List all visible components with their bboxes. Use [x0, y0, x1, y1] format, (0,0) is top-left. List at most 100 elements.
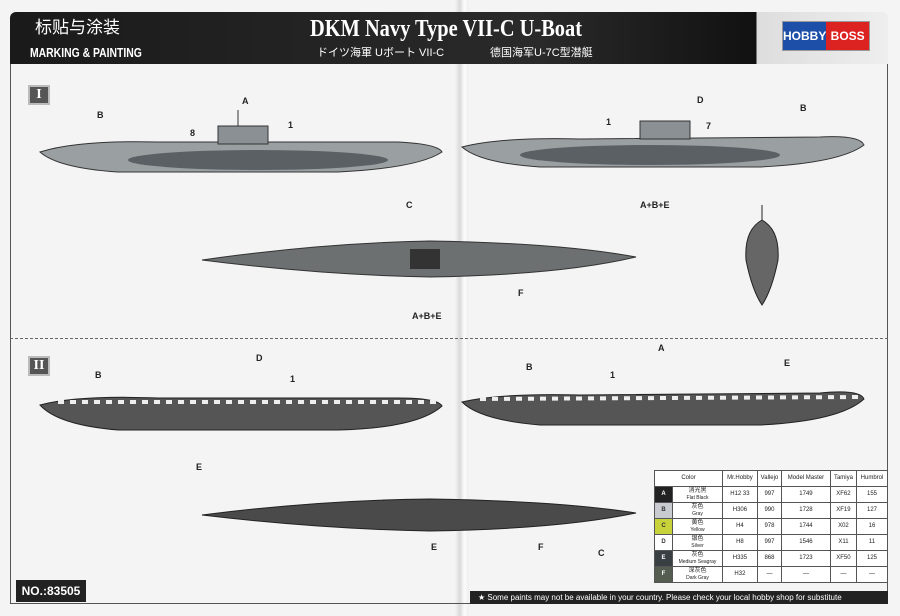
uboat-front-view	[745, 205, 779, 306]
mrhobby-code: H12 33	[722, 486, 758, 503]
tamiya-code: X11	[829, 534, 858, 551]
vallejo-code: 997	[756, 534, 783, 551]
humbrol-code: 16	[856, 518, 888, 535]
section-label-2: II	[28, 356, 50, 376]
page-title: DKM Navy Type VII-C U-Boat	[310, 16, 583, 42]
color-name-en: Dark Gray	[686, 575, 709, 581]
mrhobby-code: H32	[722, 566, 758, 583]
color-name-en: Yellow	[690, 527, 705, 533]
callout-f2: F	[538, 542, 544, 552]
color-name-en: Medium Seagray	[678, 559, 717, 565]
uboat-top-view-1	[201, 240, 637, 278]
modelmaster-code: 1723	[781, 550, 831, 567]
uboat-side-view-2	[460, 120, 865, 168]
page-fold	[455, 0, 469, 616]
callout-1b: 1	[606, 117, 612, 127]
vallejo-code: —	[756, 566, 783, 583]
content-frame	[10, 64, 888, 604]
section-divider	[10, 338, 888, 339]
color-name-en: Flat Black	[686, 495, 709, 501]
uboat-top-view-2	[201, 498, 637, 532]
humbrol-code: 125	[856, 550, 888, 567]
col-color: Color	[654, 470, 723, 487]
mrhobby-code: H4	[722, 518, 758, 535]
callout-abe2: A+B+E	[412, 311, 442, 321]
tamiya-code: XF62	[829, 486, 858, 503]
table-header: Color Mr.Hobby Vallejo Model Master Tami…	[654, 470, 888, 487]
subtitle-cn: 德国海军U-7C型潜艇	[490, 47, 593, 59]
color-code: E	[654, 550, 673, 567]
callout-a: A	[242, 96, 249, 106]
modelmaster-code: 1728	[781, 502, 831, 519]
callout-b2: B	[800, 103, 807, 113]
callout-1d: 1	[610, 370, 616, 380]
humbrol-code: 155	[856, 486, 888, 503]
logo-left: HOBBY	[783, 22, 827, 50]
logo-right: BOSS	[826, 22, 869, 50]
callout-c: C	[406, 200, 413, 210]
color-name-cn: 灰色	[691, 552, 704, 558]
color-code: A	[654, 486, 673, 503]
tamiya-code: XF19	[829, 502, 858, 519]
callout-b3: B	[95, 370, 102, 380]
color-name-en: Silver	[691, 543, 704, 549]
vallejo-code: 978	[756, 518, 783, 535]
modelmaster-code: —	[781, 566, 831, 583]
callout-1: 1	[288, 120, 294, 130]
callout-c2: C	[598, 548, 605, 558]
callout-1c: 1	[290, 374, 296, 384]
paint-color-table: Color Mr.Hobby Vallejo Model Master Tami…	[654, 470, 888, 583]
modelmaster-code: 1749	[781, 486, 831, 503]
callout-f: F	[518, 288, 524, 298]
col-modelmaster: Model Master	[781, 470, 831, 487]
color-name-cn: 深灰色	[688, 568, 707, 574]
tamiya-code: X02	[829, 518, 858, 535]
footer-note: ★ Some paints may not be available in yo…	[470, 591, 888, 604]
col-mrhobby: Mr.Hobby	[722, 470, 758, 487]
color-code: B	[654, 502, 673, 519]
tamiya-code: XF50	[829, 550, 858, 567]
col-vallejo: Vallejo	[756, 470, 783, 487]
modelmaster-code: 1744	[781, 518, 831, 535]
callout-b: B	[97, 110, 104, 120]
callout-a2: A	[658, 343, 665, 353]
color-name-cn: 灰色	[691, 504, 704, 510]
color-code: C	[654, 518, 673, 535]
vallejo-code: 997	[756, 486, 783, 503]
modelmaster-code: 1546	[781, 534, 831, 551]
humbrol-code: —	[856, 566, 888, 583]
col-humbrol: Humbrol	[856, 470, 888, 487]
color-name-cn: 消光黑	[688, 488, 707, 494]
callout-7: 7	[706, 121, 712, 131]
mrhobby-code: H8	[722, 534, 758, 551]
color-code: D	[654, 534, 673, 551]
mrhobby-code: H306	[722, 502, 758, 519]
callout-d: D	[697, 95, 704, 105]
header-title-cn: 标贴与涂装	[35, 18, 120, 37]
color-name-en: Gray	[692, 511, 703, 517]
callout-e: E	[196, 462, 203, 472]
uboat-side-view-3	[39, 396, 443, 431]
humbrol-code: 127	[856, 502, 888, 519]
header-banner: 标贴与涂装 MARKING & PAINTING DKM Navy Type V…	[10, 12, 888, 64]
col-tamiya: Tamiya	[829, 470, 858, 487]
callout-8: 8	[190, 128, 196, 138]
callout-e2: E	[784, 358, 791, 368]
callout-b4: B	[526, 362, 533, 372]
humbrol-code: 11	[856, 534, 888, 551]
callout-d2: D	[256, 353, 263, 363]
vallejo-code: 990	[756, 502, 783, 519]
color-code: F	[654, 566, 673, 583]
subtitle-jp: ドイツ海軍 Uボート VII-C	[317, 47, 445, 59]
color-name-cn: 黄色	[691, 520, 704, 526]
vallejo-code: 868	[756, 550, 783, 567]
uboat-side-view-4	[461, 391, 865, 426]
uboat-side-view-1	[39, 110, 443, 173]
